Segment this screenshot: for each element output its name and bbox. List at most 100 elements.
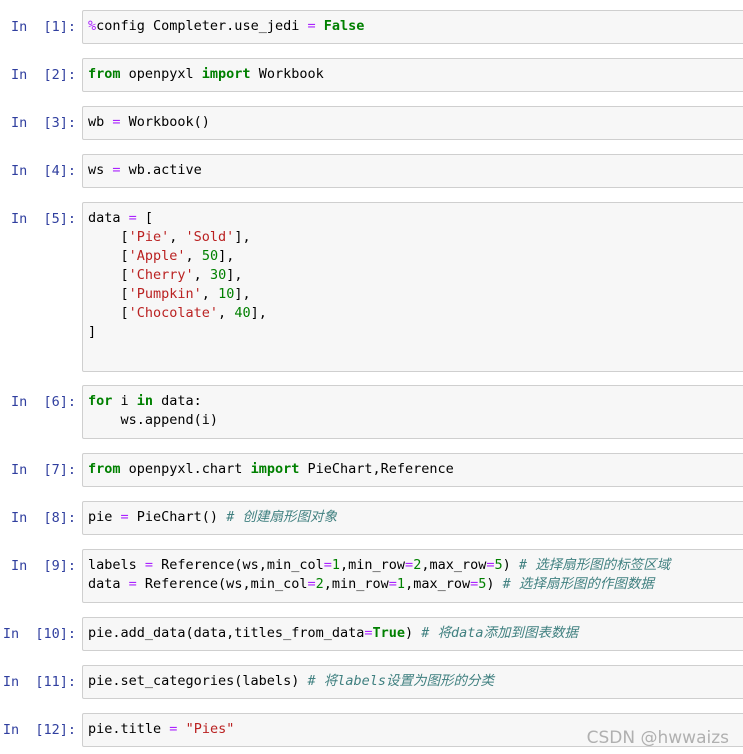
code-input-area[interactable]: pie = PieChart() # 创建扇形图对象: [82, 501, 743, 535]
code-token: [: [88, 248, 129, 264]
code-token: for: [88, 393, 113, 409]
code-token: [88, 343, 96, 359]
code-token: openpyxl: [120, 66, 202, 82]
code-token: Reference(ws,min_col: [136, 576, 308, 592]
code-token: ],: [234, 229, 251, 245]
code-token: PieChart,Reference: [299, 461, 454, 477]
code-token: ,max_row: [405, 576, 471, 592]
code-token: ,: [185, 248, 202, 264]
code-input-area[interactable]: ws = wb.active: [82, 154, 743, 188]
code-token: ws: [88, 162, 113, 178]
code-token: 5: [478, 576, 487, 592]
code-cell[interactable]: In [6]: for i in data: ws.append(i): [0, 385, 743, 443]
code-token: ): [502, 557, 519, 573]
code-token: 10: [218, 286, 235, 302]
code-token: [316, 18, 324, 34]
code-token: =: [112, 162, 121, 178]
code-token: ],: [226, 267, 243, 283]
input-prompt: In [8]:: [10, 510, 76, 526]
code-token: ,: [218, 305, 235, 321]
code-line: ['Chocolate', 40],: [88, 304, 743, 323]
code-token: 'Chocolate': [128, 305, 219, 321]
code-token: =: [307, 18, 316, 34]
code-token: 50: [201, 248, 219, 264]
code-cell[interactable]: In [11]: pie.set_categories(labels) # 将la…: [0, 665, 743, 703]
code-token: ): [405, 625, 422, 641]
code-line: ['Apple', 50],: [88, 247, 743, 266]
code-cell[interactable]: In [9]:labels = Reference(ws,min_col=1,m…: [0, 549, 743, 607]
code-token: 40: [234, 305, 251, 321]
input-prompt: In [10]:: [2, 626, 76, 642]
code-token: 'Pie': [128, 229, 170, 245]
code-line: pie.add_data(data,titles_from_data=True)…: [88, 624, 743, 643]
code-token: from: [88, 461, 121, 477]
code-token: # 将labels设置为图形的分类: [307, 673, 494, 689]
code-line: ['Cherry', 30],: [88, 266, 743, 285]
code-token: 1: [396, 576, 406, 592]
code-line: ws = wb.active: [88, 161, 743, 180]
code-input-area[interactable]: pie.set_categories(labels) # 将labels设置为图…: [82, 665, 743, 699]
code-token: [: [88, 229, 129, 245]
code-token: =: [307, 576, 316, 592]
input-prompt: In [11]:: [2, 674, 76, 690]
code-token: labels: [88, 557, 145, 573]
code-token: =: [128, 210, 137, 226]
code-cell[interactable]: In [3]: wb = Workbook(): [0, 106, 743, 144]
code-input-area[interactable]: from openpyxl import Workbook: [82, 58, 743, 92]
code-token: =: [323, 557, 332, 573]
code-token: =: [128, 576, 137, 592]
code-cell[interactable]: In [10]: pie.add_data(data,titles_from_da…: [0, 617, 743, 655]
code-token: 2: [315, 576, 324, 592]
code-token: ],: [218, 248, 235, 264]
code-token: ],: [250, 305, 267, 321]
code-token: # 创建扇形图对象: [226, 509, 337, 525]
code-input-area[interactable]: pie.add_data(data,titles_from_data=True)…: [82, 617, 743, 651]
watermark: CSDN @hwwaizs: [586, 728, 729, 748]
code-line: for i in data:: [88, 392, 743, 411]
code-token: 1: [331, 557, 341, 573]
code-input-area[interactable]: for i in data: ws.append(i): [82, 385, 743, 439]
input-prompt: In [4]:: [10, 163, 76, 179]
code-token: in: [136, 393, 154, 409]
code-token: [: [88, 305, 129, 321]
code-token: pie.set_categories(labels): [88, 673, 308, 689]
code-token: [: [88, 286, 129, 302]
code-input-area[interactable]: labels = Reference(ws,min_col=1,min_row=…: [82, 549, 743, 603]
code-cell[interactable]: In [12]:pie.title = "Pies": [0, 713, 743, 751]
code-token: 'Sold': [185, 229, 235, 245]
code-token: =: [388, 576, 397, 592]
code-token: import: [201, 66, 251, 82]
code-line: from openpyxl.chart import PieChart,Refe…: [88, 460, 743, 479]
code-input-area[interactable]: %config Completer.use_jedi = False: [82, 10, 743, 44]
code-cell[interactable]: In [1]:%config Completer.use_jedi = Fals…: [0, 10, 743, 48]
code-input-area[interactable]: data = [ ['Pie', 'Sold'], ['Apple', 50],…: [82, 202, 743, 372]
code-token: 2: [413, 557, 422, 573]
code-cell[interactable]: In [7]:from openpyxl.chart import PieCha…: [0, 453, 743, 491]
code-token: config Completer.use_jedi: [96, 18, 308, 34]
code-cell[interactable]: In [2]:from openpyxl import Workbook: [0, 58, 743, 96]
code-cell[interactable]: In [4]: ws = wb.active: [0, 154, 743, 192]
code-token: ]: [88, 324, 97, 340]
code-token: =: [144, 557, 154, 573]
code-token: =: [120, 509, 129, 525]
code-token: pie.title: [88, 721, 170, 737]
code-token: ): [486, 576, 503, 592]
code-token: 'Pumpkin': [128, 286, 202, 302]
code-token: 5: [494, 557, 503, 573]
code-token: 'Apple': [128, 248, 186, 264]
code-cell[interactable]: In [5]:data = [ ['Pie', 'Sold'], ['Apple…: [0, 202, 743, 376]
code-line: pie.set_categories(labels) # 将labels设置为图…: [88, 672, 743, 691]
code-input-area[interactable]: wb = Workbook(): [82, 106, 743, 140]
code-input-area[interactable]: from openpyxl.chart import PieChart,Refe…: [82, 453, 743, 487]
code-token: "Pies": [185, 721, 235, 737]
code-input-area[interactable]: pie.title = "Pies": [82, 713, 743, 747]
code-line: labels = Reference(ws,min_col=1,min_row=…: [88, 556, 743, 575]
input-prompt: In [6]:: [10, 394, 76, 410]
code-token: =: [112, 114, 121, 130]
code-token: pie: [88, 509, 121, 525]
code-token: %: [88, 18, 97, 34]
code-token: Workbook: [250, 66, 324, 82]
code-line: data = Reference(ws,min_col=2,min_row=1,…: [88, 575, 743, 594]
input-prompt: In [3]:: [10, 115, 76, 131]
code-cell[interactable]: In [8]: pie = PieChart() # 创建扇形图对象: [0, 501, 743, 539]
